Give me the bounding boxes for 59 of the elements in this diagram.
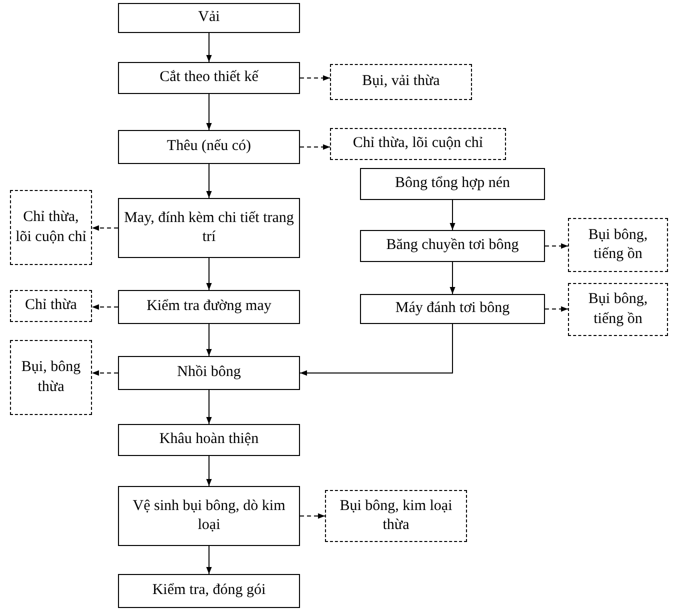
node-text: Vải bbox=[198, 8, 220, 28]
output-box bbox=[330, 64, 472, 100]
node-text: Chỉ thừa bbox=[25, 296, 77, 316]
output-box bbox=[568, 218, 668, 272]
process-box bbox=[118, 574, 300, 608]
arrow bbox=[92, 370, 118, 376]
node-text: Kiểm tra đường may bbox=[146, 297, 272, 316]
arrow bbox=[206, 164, 212, 198]
node-text: Thêu (nếu có) bbox=[166, 137, 252, 156]
output-box bbox=[10, 290, 92, 322]
process-box bbox=[118, 424, 300, 456]
process-box bbox=[118, 130, 300, 164]
node-text: Chỉ thừa, lõi cuộn chỉ bbox=[352, 134, 484, 154]
arrow bbox=[300, 75, 330, 81]
arrow bbox=[206, 94, 212, 130]
arrow bbox=[206, 32, 212, 62]
arrow bbox=[300, 144, 330, 150]
node-text: Bụi, bông thừa bbox=[20, 358, 82, 396]
arrow bbox=[92, 304, 118, 310]
output-box bbox=[10, 340, 92, 415]
node-text: Chỉ thừa, lõi cuộn chỉ bbox=[15, 208, 87, 246]
node-text: Bông tổng hợp nén bbox=[394, 174, 510, 194]
arrow bbox=[206, 258, 212, 290]
process-box bbox=[118, 486, 300, 546]
output-box bbox=[325, 490, 467, 542]
arrow bbox=[450, 200, 456, 230]
node-text: Vệ sinh bụi bông, dò kim loại bbox=[132, 496, 286, 535]
output-box bbox=[568, 283, 668, 336]
node-text: Máy đánh tơi bông bbox=[395, 299, 510, 318]
process-box bbox=[360, 230, 545, 262]
node-text: Bụi bông, tiếng ồn bbox=[587, 226, 649, 264]
output-box bbox=[330, 128, 506, 160]
arrow bbox=[92, 225, 118, 231]
node-text: May, đính kèm chi tiết trang trí bbox=[123, 208, 295, 247]
node-text: Khâu hoàn thiện bbox=[159, 430, 259, 450]
process-box bbox=[118, 290, 300, 324]
node-text: Bụi bông, tiếng ồn bbox=[587, 290, 649, 328]
node-text: Kiểm tra, đóng gói bbox=[152, 581, 266, 600]
arrow bbox=[544, 306, 568, 312]
process-box bbox=[360, 294, 545, 324]
process-box bbox=[118, 62, 300, 94]
output-box bbox=[10, 190, 92, 265]
arrow bbox=[206, 456, 212, 486]
arrow bbox=[450, 262, 456, 294]
node-text: Cắt theo thiết kế bbox=[160, 68, 258, 88]
arrow bbox=[206, 546, 212, 574]
node-text: Bụi, vải thừa bbox=[362, 72, 440, 92]
arrow bbox=[300, 513, 326, 519]
node-text: Bụi bông, kim loại thừa bbox=[338, 496, 454, 535]
process-box bbox=[118, 198, 300, 258]
process-box bbox=[118, 356, 300, 390]
node-text: Nhồi bông bbox=[177, 363, 241, 382]
arrow bbox=[206, 390, 212, 424]
arrow bbox=[544, 243, 568, 249]
process-box bbox=[118, 3, 300, 33]
arrow bbox=[300, 324, 453, 376]
process-box bbox=[360, 168, 545, 200]
node-text: Băng chuyền tơi bông bbox=[386, 236, 519, 256]
arrow bbox=[206, 324, 212, 356]
